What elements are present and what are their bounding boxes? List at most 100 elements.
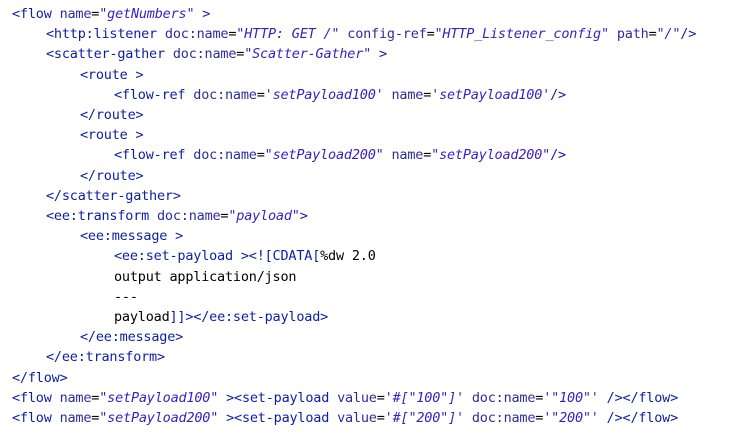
code-token: =: [220, 208, 229, 224]
code-line: <flow name="setPayload200" ><set-payload…: [12, 408, 678, 428]
code-line: </ee:transform>: [46, 347, 165, 367]
code-line: <route >: [80, 65, 144, 85]
code-token: <scatter-gather: [46, 46, 173, 63]
code-token: <route >: [80, 66, 144, 83]
code-token: doc:name: [463, 389, 536, 406]
code-line: </route>: [80, 166, 144, 186]
code-line: ---: [114, 287, 138, 307]
code-token: </ee:transform>: [46, 349, 165, 366]
code-line: <flow name="getNumbers" >: [12, 4, 210, 24]
code-token: doc:name: [193, 86, 257, 103]
code-token: >: [371, 46, 387, 63]
code-token: =: [91, 410, 100, 426]
code-line: <route >: [80, 125, 144, 145]
code-token: >: [299, 208, 308, 224]
code-token: =: [228, 26, 237, 43]
code-line: <flow name="setPayload100" ><set-payload…: [12, 388, 678, 408]
code-line: <ee:message >: [80, 226, 183, 246]
code-token: =: [426, 26, 435, 43]
code-token: </route>: [80, 167, 144, 184]
code-line: <scatter-gather doc:name="Scatter-Gather…: [46, 44, 387, 64]
code-token: 'setPayload100': [264, 86, 384, 103]
code-token: <http:listener: [46, 26, 165, 43]
code-line: <flow-ref doc:name="setPayload200" name=…: [114, 145, 566, 165]
code-token: "getNumbers": [99, 6, 195, 22]
code-token: "HTTP: GET /": [236, 26, 340, 43]
code-token: /></flow>: [598, 410, 679, 426]
code-line: <http:listener doc:name="HTTP: GET /" co…: [46, 24, 696, 44]
code-line: </scatter-gather>: [46, 186, 181, 206]
code-token: value: [337, 389, 377, 406]
code-token: />: [680, 26, 697, 43]
code-token: output application/json: [114, 268, 297, 285]
code-token: name: [59, 6, 92, 22]
code-token: =: [256, 86, 265, 103]
code-token: =: [91, 6, 100, 22]
code-token: =: [535, 389, 544, 406]
code-token: ]]></ee:set-payload>: [169, 309, 329, 325]
code-token: <flow-ref: [114, 147, 194, 164]
code-token: />: [550, 147, 566, 164]
code-line: <flow-ref doc:name='setPayload100' name=…: [114, 85, 566, 105]
code-token: name: [59, 389, 92, 406]
code-token: <flow: [12, 389, 60, 406]
code-token: "setPayload200": [264, 147, 384, 164]
code-token: />: [550, 86, 566, 103]
code-line: <ee:transform doc:name="payload">: [46, 206, 308, 226]
code-token: ---: [114, 288, 138, 305]
code-token: 'setPayload100': [431, 86, 551, 103]
code-token: '"200"': [543, 410, 599, 426]
code-token: value: [337, 410, 377, 426]
code-line: </route>: [80, 105, 144, 125]
code-token: doc:name: [463, 410, 536, 426]
code-token: =: [423, 147, 432, 164]
code-line: output application/json: [114, 267, 297, 287]
code-token: '"100"': [543, 389, 599, 406]
code-line: payload]]></ee:set-payload>: [114, 307, 328, 327]
code-line: </flow>: [12, 368, 68, 388]
code-token: <ee:transform: [46, 208, 157, 224]
code-token: name: [383, 147, 424, 164]
code-token: "setPayload200": [431, 147, 551, 164]
code-token: "/": [656, 26, 681, 43]
code-token: </ee:message>: [80, 329, 184, 346]
code-token: <flow: [12, 6, 60, 22]
code-token: doc:name: [172, 46, 237, 63]
code-token: ><set-payload: [218, 389, 338, 406]
code-token: >: [194, 6, 211, 22]
code-token: '#["200"]': [384, 410, 464, 426]
code-token: <ee:message >: [80, 228, 184, 245]
code-token: <flow: [12, 410, 60, 426]
code-line: </ee:message>: [80, 327, 183, 347]
code-token: name: [59, 410, 92, 426]
code-token: doc:name: [193, 147, 257, 164]
code-token: "Scatter-Gather": [244, 46, 372, 63]
code-token: "payload": [228, 208, 300, 224]
code-token: </scatter-gather>: [46, 187, 181, 204]
code-token: =: [648, 26, 657, 43]
code-token: payload: [114, 309, 170, 325]
code-token: "HTTP_Listener_config": [434, 26, 610, 43]
code-token: </route>: [80, 107, 144, 123]
code-token: %dw 2.0: [320, 248, 376, 265]
code-token: =: [91, 389, 100, 406]
code-token: =: [423, 86, 432, 103]
code-token: =: [236, 46, 245, 63]
code-token: config-ref: [339, 26, 427, 43]
code-token: <ee:set-payload ><![CDATA[: [114, 248, 321, 265]
code-token: <flow-ref: [114, 86, 194, 103]
code-token: =: [256, 147, 265, 164]
code-token: <route >: [80, 127, 144, 144]
code-token: name: [383, 86, 424, 103]
code-token: doc:name: [164, 26, 229, 43]
code-token: '#["100"]': [384, 389, 464, 406]
code-token: "setPayload200": [99, 410, 219, 426]
code-token: "setPayload100": [99, 389, 219, 406]
code-editor[interactable]: <flow name="getNumbers" ><http:listener …: [12, 4, 752, 434]
code-token: =: [376, 389, 385, 406]
code-line: <ee:set-payload ><![CDATA[%dw 2.0: [114, 246, 376, 266]
code-token: =: [376, 410, 385, 426]
code-token: </flow>: [12, 369, 68, 386]
code-token: path: [608, 26, 649, 43]
code-token: ><set-payload: [218, 410, 338, 426]
